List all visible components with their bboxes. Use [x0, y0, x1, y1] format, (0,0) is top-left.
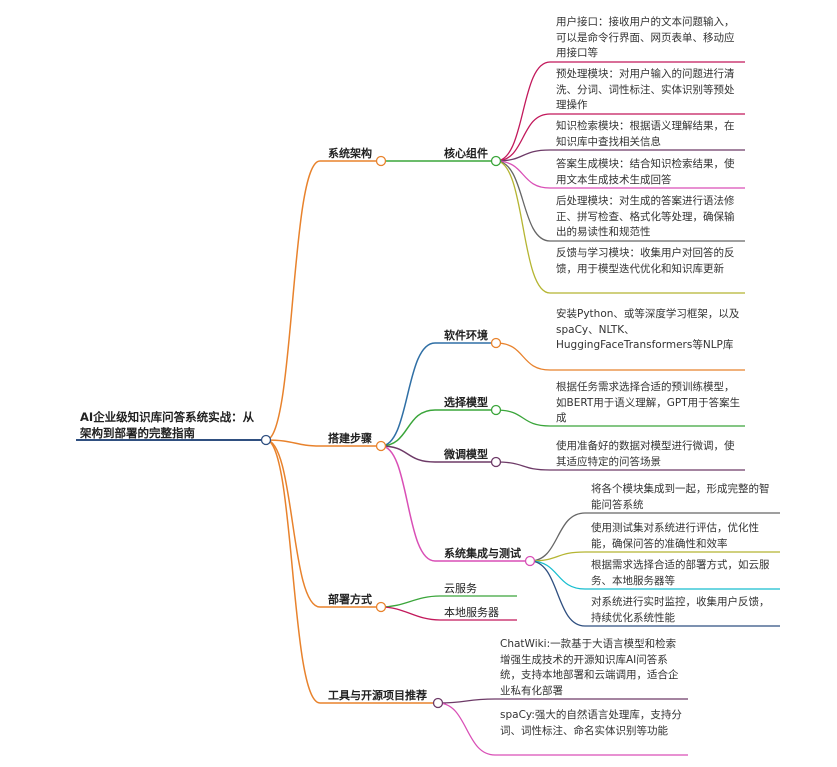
link-int-leaf-1 — [529, 512, 780, 562]
node-dot-build[interactable] — [375, 440, 387, 452]
arch-leaf-6: 反馈与学习模块：收集用户对回答的反馈，用于模型迭代优化和知识库更新 — [556, 247, 735, 275]
node-dot-arch[interactable] — [375, 155, 387, 167]
link-int-leaf-4 — [529, 560, 780, 627]
link-build-model — [380, 409, 496, 447]
link-core-leaf-6 — [495, 160, 745, 294]
link-root-build — [265, 439, 381, 447]
arch-leaf-2: 预处理模块：对用户输入的问题进行清洗、分词、词性标注、实体识别等预处理操作 — [556, 68, 735, 111]
link-deploy-leaf-1 — [380, 595, 517, 608]
node-dot-root[interactable] — [260, 434, 272, 446]
tools-leaf-spacy: spaCy:强大的自然语言处理库，支持分词、词性标注、命名实体识别等功能 — [500, 709, 682, 737]
link-build-software — [380, 342, 496, 447]
link-model-leaf — [495, 409, 745, 427]
build-finetune[interactable]: 微调模型 — [444, 448, 488, 461]
node-dot-software[interactable] — [490, 337, 502, 349]
int-leaf-2: 使用测试集对系统进行评估，优化性能，确保问答的准确性和效率 — [591, 522, 759, 550]
software-leaf: 安装Python、或等深度学习框架，以及spaCy、NLTK、HuggingFa… — [556, 308, 740, 351]
branch-build[interactable]: 搭建步骤 — [328, 432, 372, 445]
root-node[interactable]: AI企业级知识库问答系统实战：从 架构到部署的完整指南 — [80, 409, 254, 441]
arch-leaf-5: 后处理模块：对生成的答案进行语法修正、拼写检查、格式化等处理，确保输出的易读性和… — [556, 195, 735, 238]
node-dot-tools[interactable] — [432, 697, 444, 709]
deploy-leaf-cloud: 云服务 — [444, 582, 477, 595]
branch-deploy[interactable]: 部署方式 — [328, 593, 372, 606]
node-dot-deploy[interactable] — [375, 601, 387, 613]
link-core-leaf-1 — [495, 61, 745, 162]
link-software-leaf — [495, 342, 745, 371]
link-build-integration — [380, 445, 530, 562]
core-components[interactable]: 核心组件 — [444, 147, 488, 160]
int-leaf-4: 对系统进行实时监控，收集用户反馈，持续优化系统性能 — [591, 596, 770, 624]
link-core-leaf-2 — [495, 113, 745, 162]
link-int-leaf-2 — [529, 551, 780, 562]
build-software[interactable]: 软件环境 — [444, 329, 488, 342]
build-integration[interactable]: 系统集成与测试 — [444, 547, 521, 560]
link-int-leaf-3 — [529, 560, 780, 590]
int-leaf-1: 将各个模块集成到一起，形成完整的智能问答系统 — [591, 483, 770, 511]
link-root-arch — [265, 160, 381, 441]
link-finetune-leaf — [495, 461, 745, 471]
node-dot-model[interactable] — [490, 404, 502, 416]
arch-leaf-1: 用户接口：接收用户的文本问题输入，可以是命令行界面、网页表单、移动应用接口等 — [556, 16, 735, 59]
node-dot-core[interactable] — [490, 155, 502, 167]
finetune-leaf: 使用准备好的数据对模型进行微调，使其适应特定的问答场景 — [556, 440, 735, 468]
link-tools-leaf-2 — [437, 702, 688, 756]
link-deploy-leaf-2 — [380, 606, 517, 621]
branch-tools[interactable]: 工具与开源项目推荐 — [328, 689, 427, 702]
tools-leaf-chatwiki: ChatWiki:一款基于大语言模型和检索增强生成技术的开源知识库AI问答系统，… — [500, 638, 679, 697]
int-leaf-3: 根据需求选择合适的部署方式，如云服务、本地服务器等 — [591, 559, 770, 587]
link-core-leaf-3 — [495, 149, 745, 162]
arch-leaf-3: 知识检索模块：根据语义理解结果，在知识库中查找相关信息 — [556, 120, 735, 148]
link-tools-leaf-1 — [437, 698, 688, 704]
node-dot-integration[interactable] — [524, 555, 536, 567]
link-core-leaf-4 — [495, 160, 745, 189]
node-dot-finetune[interactable] — [490, 456, 502, 468]
deploy-leaf-local: 本地服务器 — [444, 606, 499, 619]
link-root-deploy — [265, 439, 381, 608]
branch-arch[interactable]: 系统架构 — [328, 147, 372, 160]
build-model[interactable]: 选择模型 — [444, 396, 488, 409]
model-leaf: 根据任务需求选择合适的预训练模型，如BERT用于语义理解，GPT用于答案生成 — [556, 381, 741, 424]
link-core-leaf-5 — [495, 160, 745, 242]
root-title-line-2: 架构到部署的完整指南 — [80, 426, 195, 440]
link-build-finetune — [380, 445, 496, 463]
arch-leaf-4: 答案生成模块：结合知识检索结果，使用文本生成技术生成回答 — [556, 158, 735, 186]
root-title-line-1: AI企业级知识库问答系统实战：从 — [80, 410, 255, 424]
link-root-tools — [265, 439, 438, 704]
